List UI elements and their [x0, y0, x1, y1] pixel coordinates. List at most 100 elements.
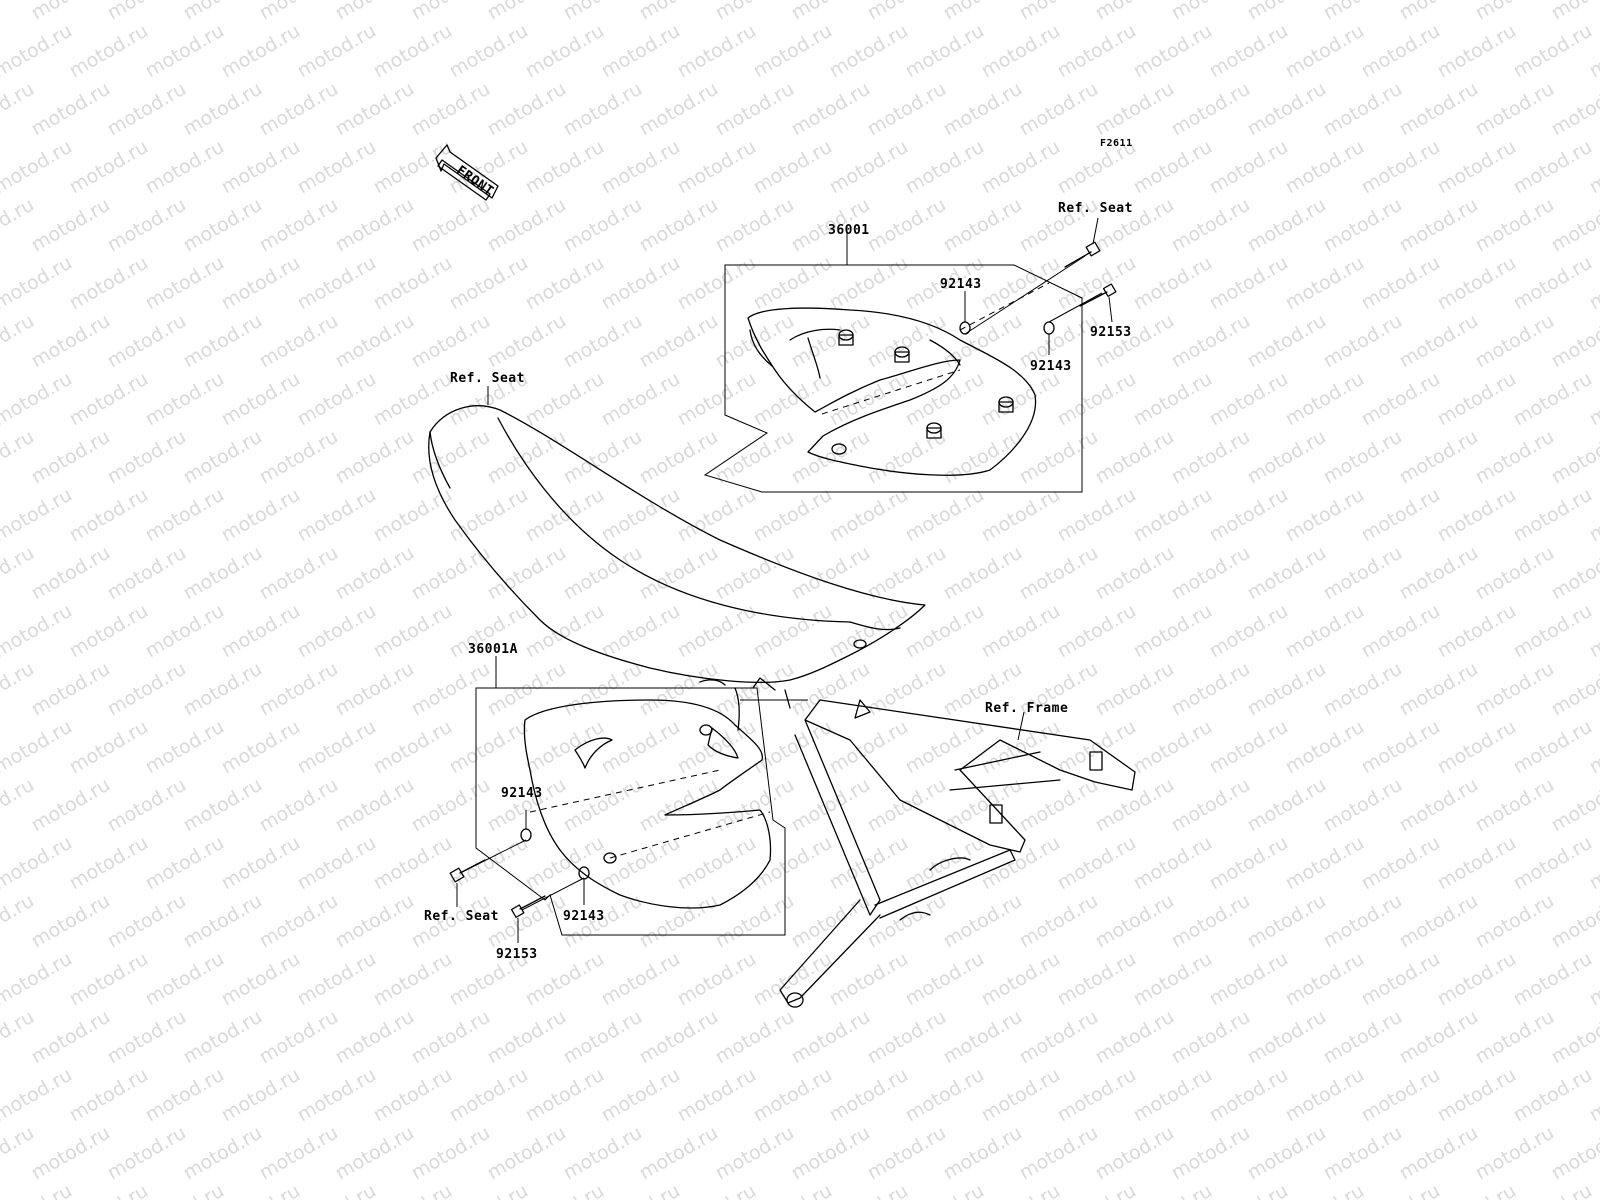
- right-bolt-bottom: [1079, 283, 1117, 307]
- watermark-text: motod.ru: [1472, 78, 1558, 141]
- label-frame: Ref. Frame: [985, 701, 1068, 716]
- watermark-text: motod.ru: [560, 426, 646, 489]
- watermark-text: motod.ru: [788, 0, 874, 24]
- watermark-text: motod.ru: [674, 1064, 760, 1127]
- watermark-text: motod.ru: [104, 1122, 190, 1185]
- watermark-text: motod.ru: [1358, 832, 1444, 895]
- watermark-text: motod.ru: [142, 716, 228, 779]
- watermark-text: motod.ru: [750, 1064, 836, 1127]
- watermark-text: motod.ru: [1054, 716, 1140, 779]
- watermark-text: motod.ru: [636, 78, 722, 141]
- watermark-text: motod.ru: [1510, 136, 1596, 199]
- watermark-text: motod.ru: [1206, 1064, 1292, 1127]
- watermark-text: motod.ru: [1130, 484, 1216, 547]
- watermark-text: motod.ru: [1396, 0, 1482, 24]
- watermark-text: motod.ru: [1054, 1064, 1140, 1127]
- watermark-text: motod.ru: [826, 948, 912, 1011]
- watermark-text: motod.ru: [1282, 832, 1368, 895]
- watermark-text: motod.ru: [826, 484, 912, 547]
- watermark-text: motod.ru: [332, 542, 418, 605]
- watermark-text: motod.ru: [1320, 658, 1406, 721]
- watermark-text: motod.ru: [28, 310, 114, 373]
- watermark-text: motod.ru: [1054, 832, 1140, 895]
- watermark-text: motod.ru: [598, 600, 684, 663]
- watermark-text: motod.ru: [256, 310, 342, 373]
- watermark-text: motod.ru: [1396, 542, 1482, 605]
- watermark-text: motod.ru: [0, 716, 76, 779]
- watermark-text: motod.ru: [1358, 368, 1444, 431]
- watermark-text: motod.ru: [902, 20, 988, 83]
- watermark-text: motod.ru: [1016, 1006, 1102, 1069]
- watermark-text: motod.ru: [332, 78, 418, 141]
- watermark-text: motod.ru: [0, 20, 76, 83]
- watermark-text: motod.ru: [788, 1122, 874, 1185]
- watermark-text: motod.ru: [1130, 368, 1216, 431]
- watermark-text: motod.ru: [1282, 1064, 1368, 1127]
- watermark-text: motod.ru: [1472, 542, 1558, 605]
- watermark-text: motod.ru: [218, 948, 304, 1011]
- watermark-text: motod.ru: [598, 948, 684, 1011]
- watermark-text: motod.ru: [294, 716, 380, 779]
- watermark-text: motod.ru: [1510, 20, 1596, 83]
- labels: Ref. Seat 36001 92143 92143 92153 Ref. S…: [424, 201, 1132, 962]
- right-side-cover-group: [703, 217, 1117, 493]
- watermark-text: motod.ru: [940, 542, 1026, 605]
- watermark-text: motod.ru: [1320, 310, 1406, 373]
- watermark-text: motod.ru: [66, 252, 152, 315]
- watermark-text: motod.ru: [826, 1064, 912, 1127]
- watermark-text: motod.ru: [484, 1122, 570, 1185]
- watermark-text: motod.ru: [370, 484, 456, 547]
- watermark-text: motod.ru: [1092, 1122, 1178, 1185]
- watermark-text: motod.ru: [1358, 716, 1444, 779]
- watermark-text: motod.ru: [1396, 310, 1482, 373]
- watermark-text: motod.ru: [598, 716, 684, 779]
- watermark-text: motod.ru: [180, 890, 266, 953]
- watermark-text: motod.ru: [1358, 948, 1444, 1011]
- watermark-text: motod.ru: [256, 1122, 342, 1185]
- watermark-text: motod.ru: [636, 0, 722, 24]
- watermark-text: motod.ru: [180, 542, 266, 605]
- watermark-text: motod.ru: [788, 890, 874, 953]
- watermark-text: motod.ru: [1434, 1180, 1520, 1200]
- watermark-text: motod.ru: [674, 1180, 760, 1200]
- watermark-text: motod.ru: [1130, 948, 1216, 1011]
- watermark-text: motod.ru: [1130, 20, 1216, 83]
- watermark-text: motod.ru: [484, 78, 570, 141]
- watermark-text: motod.ru: [1244, 78, 1330, 141]
- watermark-text: motod.ru: [598, 1064, 684, 1127]
- watermark-text: motod.ru: [1472, 774, 1558, 837]
- watermark-text: motod.ru: [1092, 890, 1178, 953]
- watermark-text: motod.ru: [1320, 78, 1406, 141]
- watermark-text: motod.ru: [1434, 252, 1520, 315]
- watermark-text: motod.ru: [142, 600, 228, 663]
- watermark-text: motod.ru: [1510, 948, 1596, 1011]
- watermark-text: motod.ru: [370, 1064, 456, 1127]
- watermark-text: motod.ru: [1206, 600, 1292, 663]
- watermark-text: motod.ru: [1510, 716, 1596, 779]
- watermark-text: motod.ru: [978, 20, 1064, 83]
- watermark-text: motod.ru: [1168, 658, 1254, 721]
- watermark-text: motod.ru: [256, 658, 342, 721]
- watermark-text: motod.ru: [180, 1006, 266, 1069]
- watermark-text: motod.ru: [66, 20, 152, 83]
- watermark-text: motod.ru: [902, 716, 988, 779]
- watermark-text: motod.ru: [674, 20, 760, 83]
- watermark-text: motod.ru: [1244, 774, 1330, 837]
- watermark-text: motod.ru: [1054, 484, 1140, 547]
- watermark-text: motod.ru: [294, 600, 380, 663]
- watermark-text: motod.ru: [180, 310, 266, 373]
- right-side-cover: [747, 307, 1037, 476]
- watermark-text: motod.ru: [1054, 948, 1140, 1011]
- watermark-text: motod.ru: [1016, 890, 1102, 953]
- watermark-text: motod.ru: [408, 1122, 494, 1185]
- right-washer-b: [1043, 321, 1055, 335]
- watermark-text: motod.ru: [864, 1122, 950, 1185]
- watermark-text: motod.ru: [1320, 1122, 1406, 1185]
- watermark-text: motod.ru: [1320, 0, 1406, 24]
- watermark-text: motod.ru: [1510, 1064, 1596, 1127]
- watermark-text: motod.ru: [256, 1006, 342, 1069]
- watermark-text: motod.ru: [370, 368, 456, 431]
- watermark-text: motod.ru: [940, 890, 1026, 953]
- watermark-text: motod.ru: [1396, 890, 1482, 953]
- watermark-text: motod.ru: [332, 310, 418, 373]
